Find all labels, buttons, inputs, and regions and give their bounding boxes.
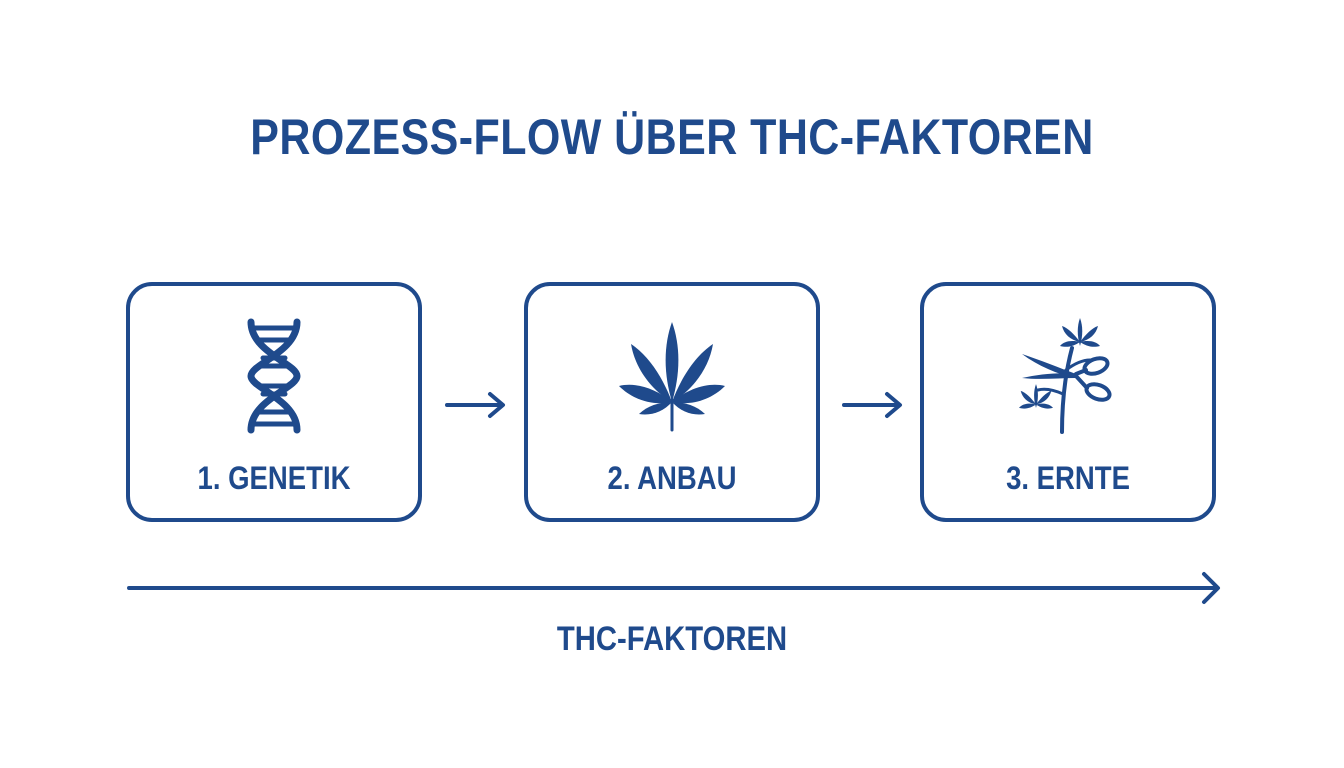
step-box-anbau: 2. ANBAU xyxy=(524,282,820,522)
step-label: 3. ERNTE xyxy=(1006,460,1130,496)
dna-icon xyxy=(130,318,418,434)
arrow-right-icon xyxy=(842,392,902,418)
step-label: 2. ANBAU xyxy=(607,460,737,496)
step-box-genetik: 1. GENETIK xyxy=(126,282,422,522)
step-box-ernte: 3. ERNTE xyxy=(920,282,1216,522)
scissors-plant-icon xyxy=(924,318,1212,434)
cannabis-leaf-icon xyxy=(528,318,816,434)
diagram-title: PROZESS-FLOW ÜBER THC-FAKTOREN xyxy=(250,109,1094,165)
arrow-right-icon xyxy=(445,392,505,418)
thc-factor-axis-arrow xyxy=(127,572,1220,604)
axis-label: THC-FAKTOREN xyxy=(556,620,788,658)
step-label: 1. GENETIK xyxy=(197,460,351,496)
